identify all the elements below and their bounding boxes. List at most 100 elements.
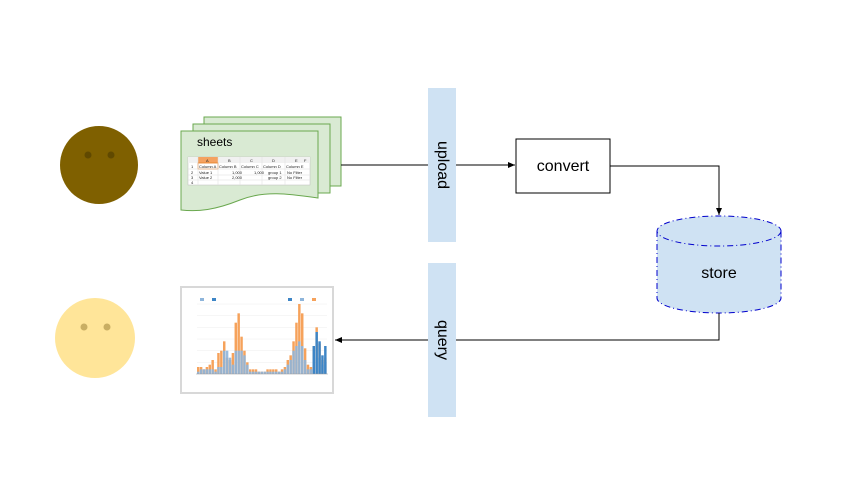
- chart-bar: [266, 369, 269, 374]
- row-num-2: 2: [191, 170, 194, 175]
- chart-bar: [254, 371, 258, 374]
- chart-bar: [214, 371, 217, 374]
- chart-bar: [306, 369, 310, 374]
- chart-bar: [321, 355, 324, 374]
- chart-bar: [251, 369, 255, 374]
- chart-bar: [269, 371, 272, 374]
- cell-3-f: No Filter: [287, 175, 303, 180]
- cell-2-d: 1,000: [254, 170, 265, 175]
- chart-bar: [272, 369, 275, 374]
- chart-bar: [237, 313, 240, 374]
- store-database: store: [656, 215, 782, 314]
- chart-bar: [263, 371, 266, 374]
- chart-bar: [260, 371, 264, 374]
- cell-1-e: Column E: [286, 164, 304, 169]
- cell-2-e: group 1: [268, 170, 282, 175]
- sheets-document-stack: sheets A B C D E F 1 2 3 4 Column A: [180, 116, 342, 212]
- cell-1-d: Column D: [263, 164, 281, 169]
- chart-bar: [199, 369, 203, 374]
- convert-to-store-arrow: [610, 165, 722, 215]
- chart-bar: [223, 350, 226, 374]
- query-label: query: [434, 320, 451, 360]
- chart-bar: [237, 350, 240, 374]
- chart-bar: [249, 371, 252, 374]
- cell-3-c: 2,000: [232, 175, 243, 180]
- chart-bar: [234, 322, 238, 374]
- chart-bar: [211, 360, 214, 374]
- chart-bar: [231, 353, 235, 374]
- chart-bar: [275, 371, 278, 374]
- chart-bar: [283, 369, 287, 374]
- cell-1-c: Column C: [241, 164, 259, 169]
- cell-1-a: Column A: [199, 164, 217, 169]
- cell-3-e: group 2: [268, 175, 282, 180]
- col-header-e: E: [295, 158, 298, 163]
- chart-bar: [318, 341, 321, 374]
- cell-2-a: Value 1: [199, 170, 213, 175]
- chart-bar: [289, 360, 292, 374]
- cell-3-a: Value 2: [199, 175, 213, 180]
- chart-bar: [324, 346, 327, 374]
- chart-bars: [197, 304, 327, 374]
- chart-bar: [220, 350, 223, 374]
- legend-swatch-3: [288, 298, 292, 301]
- chart-thumbnail: [180, 286, 334, 394]
- chart-bar: [269, 369, 272, 374]
- chart-bar: [205, 369, 209, 374]
- chart-bar: [202, 369, 206, 374]
- chart-bar: [298, 304, 301, 374]
- chart-bar: [208, 369, 212, 374]
- chart-bar: [277, 371, 281, 374]
- chart-bar: [251, 371, 255, 374]
- col-header-b: B: [228, 158, 231, 163]
- chart-bar: [197, 371, 200, 374]
- chart-bar: [312, 346, 316, 374]
- chart-bar: [231, 364, 235, 374]
- chart-bar: [303, 360, 307, 374]
- query-band: [428, 263, 456, 417]
- row-num-3: 3: [191, 175, 194, 180]
- chart-bar: [217, 353, 220, 374]
- convert-label: convert: [537, 158, 590, 175]
- store-to-query-line: [456, 313, 720, 341]
- chart-bar: [286, 364, 290, 374]
- cell-1-b: Column B: [219, 164, 237, 169]
- chart-bar: [292, 350, 295, 374]
- legend-swatch-2: [212, 298, 216, 301]
- chart-bar: [214, 369, 217, 374]
- chart-bar: [211, 369, 214, 374]
- cell-2-c: 1,000: [232, 170, 243, 175]
- chart-bar: [243, 355, 246, 374]
- chart-bar: [266, 371, 269, 374]
- row-num-1: 1: [191, 164, 194, 169]
- row-num-4: 4: [191, 180, 194, 185]
- col-header-f: F: [304, 158, 307, 163]
- sheets-label: sheets: [197, 135, 232, 149]
- chart-bar: [240, 350, 243, 374]
- legend-swatch-4: [300, 298, 304, 301]
- spreadsheet-thumbnail: A B C D E F 1 2 3 4 Column A Column B Co…: [187, 156, 311, 186]
- chart-bar: [295, 346, 298, 374]
- chart-bar: [280, 369, 284, 374]
- chart-bar: [315, 332, 318, 374]
- chart-bar: [309, 369, 313, 374]
- chart-bar: [225, 350, 229, 374]
- chart-bar: [301, 346, 304, 374]
- legend-swatch-1: [200, 298, 204, 301]
- chart-bar: [298, 341, 301, 374]
- upload-label: upload: [434, 141, 451, 189]
- chart-bar: [275, 369, 278, 374]
- convert-box: [515, 138, 611, 194]
- chart-bar: [254, 369, 258, 374]
- chart-bar: [257, 371, 261, 374]
- upload-band: [428, 88, 456, 242]
- legend-swatch-5: [312, 298, 316, 301]
- cell-2-f: No Filter: [287, 170, 303, 175]
- chart-bar: [272, 371, 275, 374]
- col-header-a: A: [206, 158, 209, 163]
- chart-bar: [301, 313, 304, 374]
- chart-bar: [217, 367, 220, 374]
- store-label: store: [701, 265, 737, 282]
- chart-bar: [249, 369, 252, 374]
